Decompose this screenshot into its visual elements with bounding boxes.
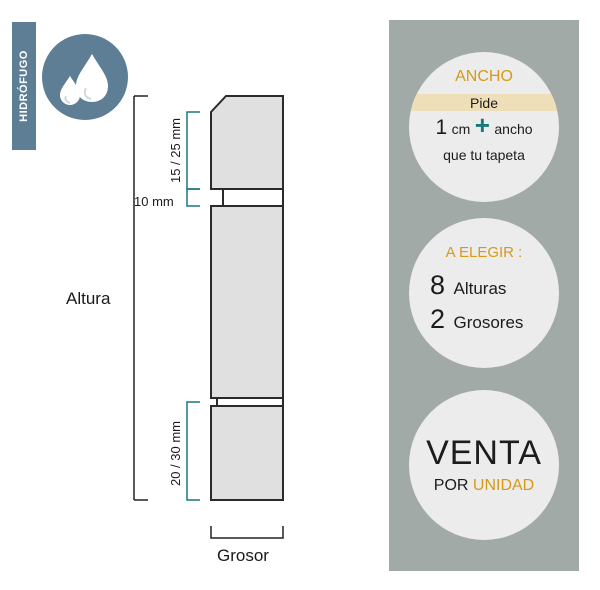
- profile-shape: [210, 95, 284, 501]
- alturas-label: Alturas: [453, 279, 507, 298]
- hidrofugo-band: [12, 22, 36, 150]
- por-text: POR: [433, 477, 469, 494]
- top-dimension-label: 15 / 25 mm: [168, 117, 184, 183]
- pide-text: Pide: [469, 95, 499, 111]
- altura-label: Altura: [66, 289, 111, 308]
- gap-dimension-label: 10 mm: [134, 194, 174, 209]
- gap-dimension-bracket: [186, 188, 200, 207]
- ancho-title: ANCHO: [455, 68, 513, 85]
- ancho-line: 1 cm + ancho: [409, 112, 559, 140]
- grosores-label: Grosores: [453, 313, 524, 332]
- elegir-circle: A ELEGIR : 8 Alturas 2 Grosores: [409, 218, 559, 368]
- plus-icon: +: [474, 110, 490, 140]
- venta-circle: VENTA POR UNIDAD: [409, 390, 559, 540]
- grosor-bracket: [210, 526, 284, 539]
- venta-title: VENTA: [426, 434, 542, 472]
- unidad-text: UNIDAD: [472, 477, 535, 494]
- water-drops-badge: [42, 34, 128, 120]
- alturas-number: 8: [430, 270, 446, 300]
- ancho-circle: ANCHO Pide 1 cm + ancho que tu tapeta: [409, 52, 559, 202]
- ancho-tail: que tu tapeta: [443, 147, 525, 163]
- grosor-label: Grosor: [217, 546, 269, 565]
- bottom-dimension-label: 20 / 30 mm: [168, 420, 184, 486]
- por-unidad-line: POR UNIDAD: [409, 477, 559, 495]
- profile-diagram: [133, 95, 284, 539]
- grosores-number: 2: [430, 304, 446, 334]
- alturas-row: 8 Alturas: [430, 270, 506, 301]
- info-panel: ANCHO Pide 1 cm + ancho que tu tapeta A …: [389, 20, 579, 571]
- ancho-word: ancho: [494, 121, 533, 137]
- water-drops-icon: [60, 54, 108, 105]
- bottom-dimension-bracket: [186, 401, 200, 501]
- ancho-number: 1: [435, 116, 448, 139]
- elegir-title: A ELEGIR :: [445, 244, 523, 261]
- grosores-row: 2 Grosores: [430, 304, 523, 335]
- altura-bracket: [133, 95, 148, 501]
- pide-band: [409, 94, 559, 111]
- ancho-unit: cm: [451, 121, 471, 137]
